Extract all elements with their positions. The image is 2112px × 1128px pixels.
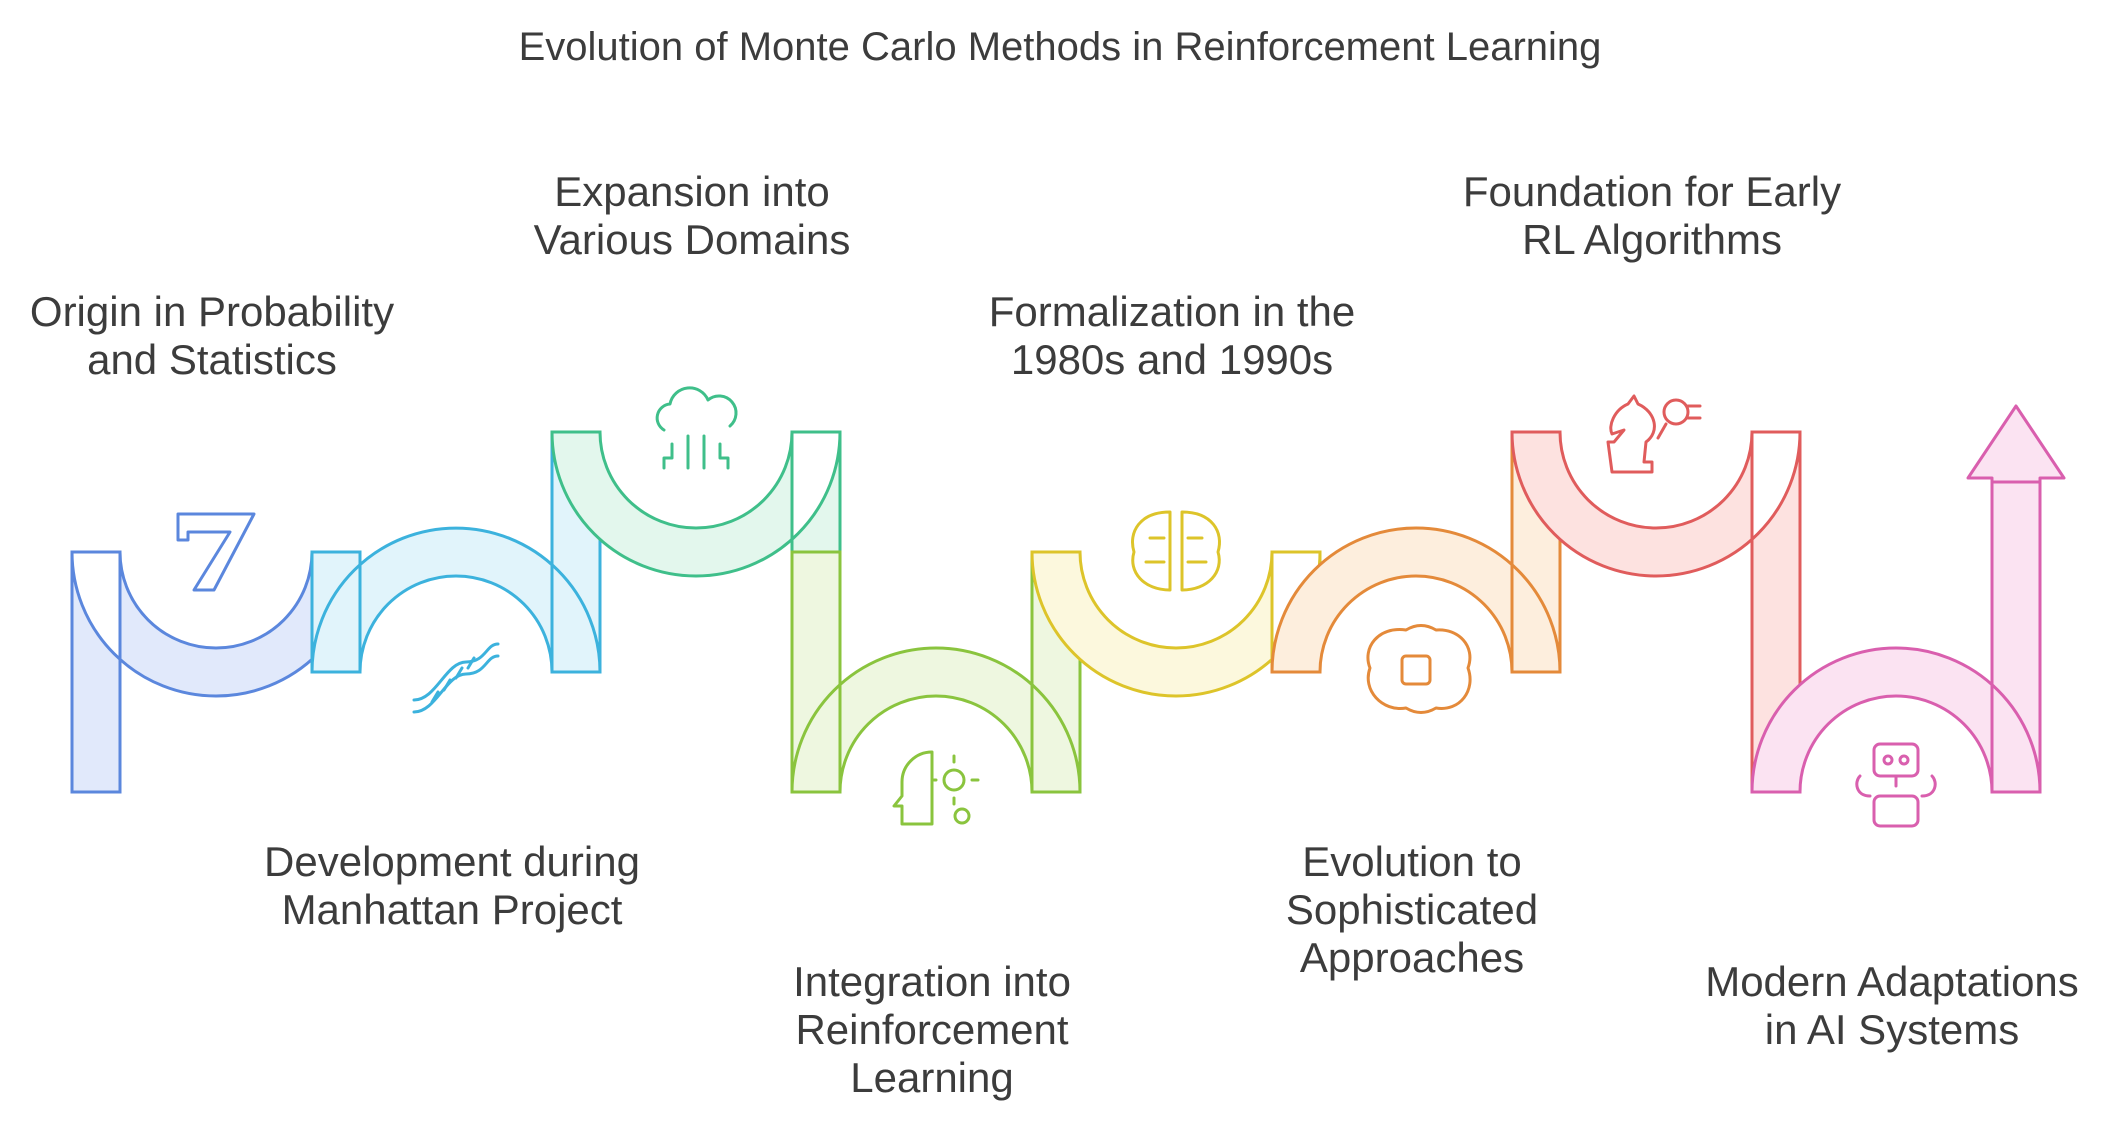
stage-label-line: Manhattan Project bbox=[282, 886, 623, 933]
stage-label-line: Origin in Probability bbox=[30, 288, 394, 335]
stage-label-line: Development during bbox=[264, 838, 640, 885]
stage-label-line: in AI Systems bbox=[1765, 1006, 2019, 1053]
stage-label-line: Sophisticated bbox=[1286, 886, 1538, 933]
chess-robot-icon bbox=[1606, 394, 1702, 474]
brain-circuit-icon bbox=[1131, 510, 1221, 592]
stage-label-line: Reinforcement bbox=[795, 1006, 1068, 1053]
stage-label-line: Formalization in the bbox=[989, 288, 1356, 335]
brain-chip-icon bbox=[1366, 624, 1472, 714]
stage-label-line: Expansion into bbox=[554, 168, 830, 215]
dna-icon bbox=[412, 642, 500, 714]
cloud-network-icon bbox=[655, 386, 738, 470]
stage-label-line: 1980s and 1990s bbox=[1011, 336, 1333, 383]
stage-label-line: and Statistics bbox=[87, 336, 337, 383]
stage-label-line: Evolution to bbox=[1302, 838, 1521, 885]
stage-label-line: Learning bbox=[850, 1054, 1013, 1101]
diagram-title: Evolution of Monte Carlo Methods in Rein… bbox=[519, 25, 1602, 69]
slot-seven-icon bbox=[176, 512, 256, 592]
arrow-head bbox=[1966, 404, 2066, 484]
stage-label-line: Approaches bbox=[1300, 934, 1524, 981]
head-gear-icon bbox=[892, 750, 980, 826]
stage-icons bbox=[176, 386, 1937, 828]
stage-label-line: Modern Adaptations bbox=[1705, 958, 2079, 1005]
stage-label-line: Integration into bbox=[793, 958, 1071, 1005]
stage-label-line: Various Domains bbox=[534, 216, 851, 263]
stage-label-line: RL Algorithms bbox=[1522, 216, 1782, 263]
robot-icon bbox=[1855, 742, 1937, 828]
stage-label-line: Foundation for Early bbox=[1463, 168, 1841, 215]
serpentine-path bbox=[70, 404, 2066, 794]
